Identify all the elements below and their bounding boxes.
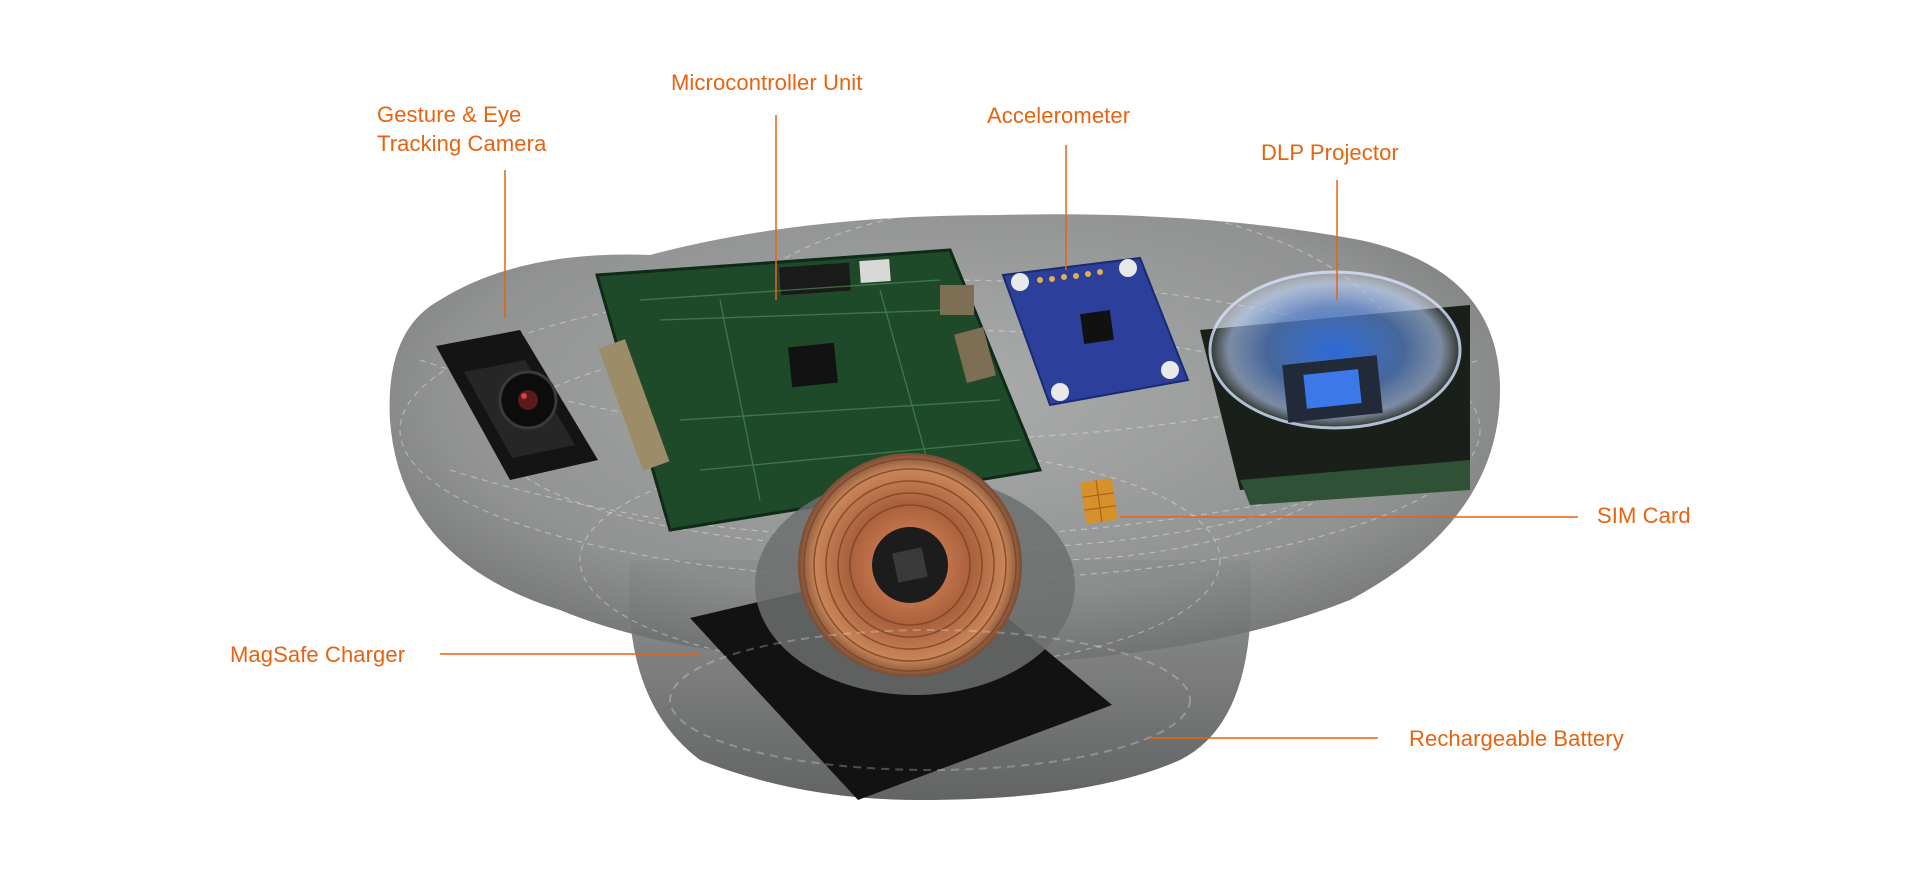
sim-card-icon xyxy=(1080,478,1118,524)
battery-label: Rechargeable Battery xyxy=(1409,726,1624,751)
magsafe-label: MagSafe Charger xyxy=(230,642,406,667)
leader-lines xyxy=(440,115,1578,739)
camera-label-line-2: Tracking Camera xyxy=(377,131,547,156)
battery-pack-icon xyxy=(669,629,1191,771)
projector-lens-icon xyxy=(1200,270,1470,505)
camera-module-icon xyxy=(436,330,598,480)
mcu-label: Microcontroller Unit xyxy=(671,70,863,95)
camera-label: Gesture & Eye Tracking Camera xyxy=(377,100,546,158)
sim-label: SIM Card xyxy=(1597,503,1691,528)
sensor-chip-icon xyxy=(1001,256,1190,407)
charging-coil-icon xyxy=(690,453,1112,800)
projector-label: DLP Projector xyxy=(1261,140,1399,165)
accelerometer-label: Accelerometer xyxy=(987,103,1131,128)
camera-label-line-1: Gesture & Eye xyxy=(377,102,522,127)
